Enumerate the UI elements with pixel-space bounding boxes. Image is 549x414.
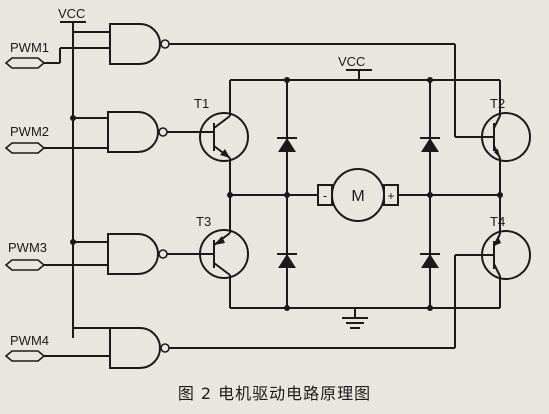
transistor-t3: T3 [196,214,249,280]
t3-label: T3 [196,214,211,229]
ground-symbol [342,308,368,329]
pwm1-input: PWM1 [4,40,110,69]
t2-label: T2 [490,96,505,111]
pwm2-input: PWM2 [4,124,108,154]
vcc-top-label: VCC [58,6,85,21]
bridge-vcc-symbol: VCC [338,54,372,80]
pwm4-label: PWM4 [10,333,49,348]
motor-plus-label: + [387,189,394,203]
motor-label: M [351,188,364,205]
diode-upper-right [420,80,440,308]
junction-dot [70,239,76,245]
gate-vcc-symbol: VCC [58,6,86,30]
pwm4-input: PWM4 [4,333,110,362]
pwm3-input: PWM3 [4,240,108,271]
transistor-t1: T1 [194,96,249,165]
transistor-t2: T2 [468,96,531,165]
diode-lower-left [277,253,297,268]
t1-label: T1 [194,96,209,111]
diode-upper-left [277,80,297,308]
nand-gate-1 [109,23,455,65]
vcc-bridge-label: VCC [338,54,365,69]
bridge-rails [227,44,503,348]
junction-dot [70,115,76,121]
junction-dot [497,192,503,198]
nand-gate-3 [107,233,200,275]
pwm1-label: PWM1 [10,40,49,55]
motor: M - + [317,168,399,222]
diode-lower-right [420,253,440,268]
figure-caption: 图 2 电机驱动电路原理图 [177,384,372,403]
pwm2-label: PWM2 [10,124,49,139]
pwm3-label: PWM3 [8,240,47,255]
transistor-t4: T4 [468,214,531,280]
gate-vcc-bus [70,30,110,338]
t4-label: T4 [490,214,505,229]
motor-minus-label: - [323,188,327,203]
nand-gate-2 [107,111,200,153]
nand-gate-4 [109,327,455,369]
junction-dot [227,192,233,198]
